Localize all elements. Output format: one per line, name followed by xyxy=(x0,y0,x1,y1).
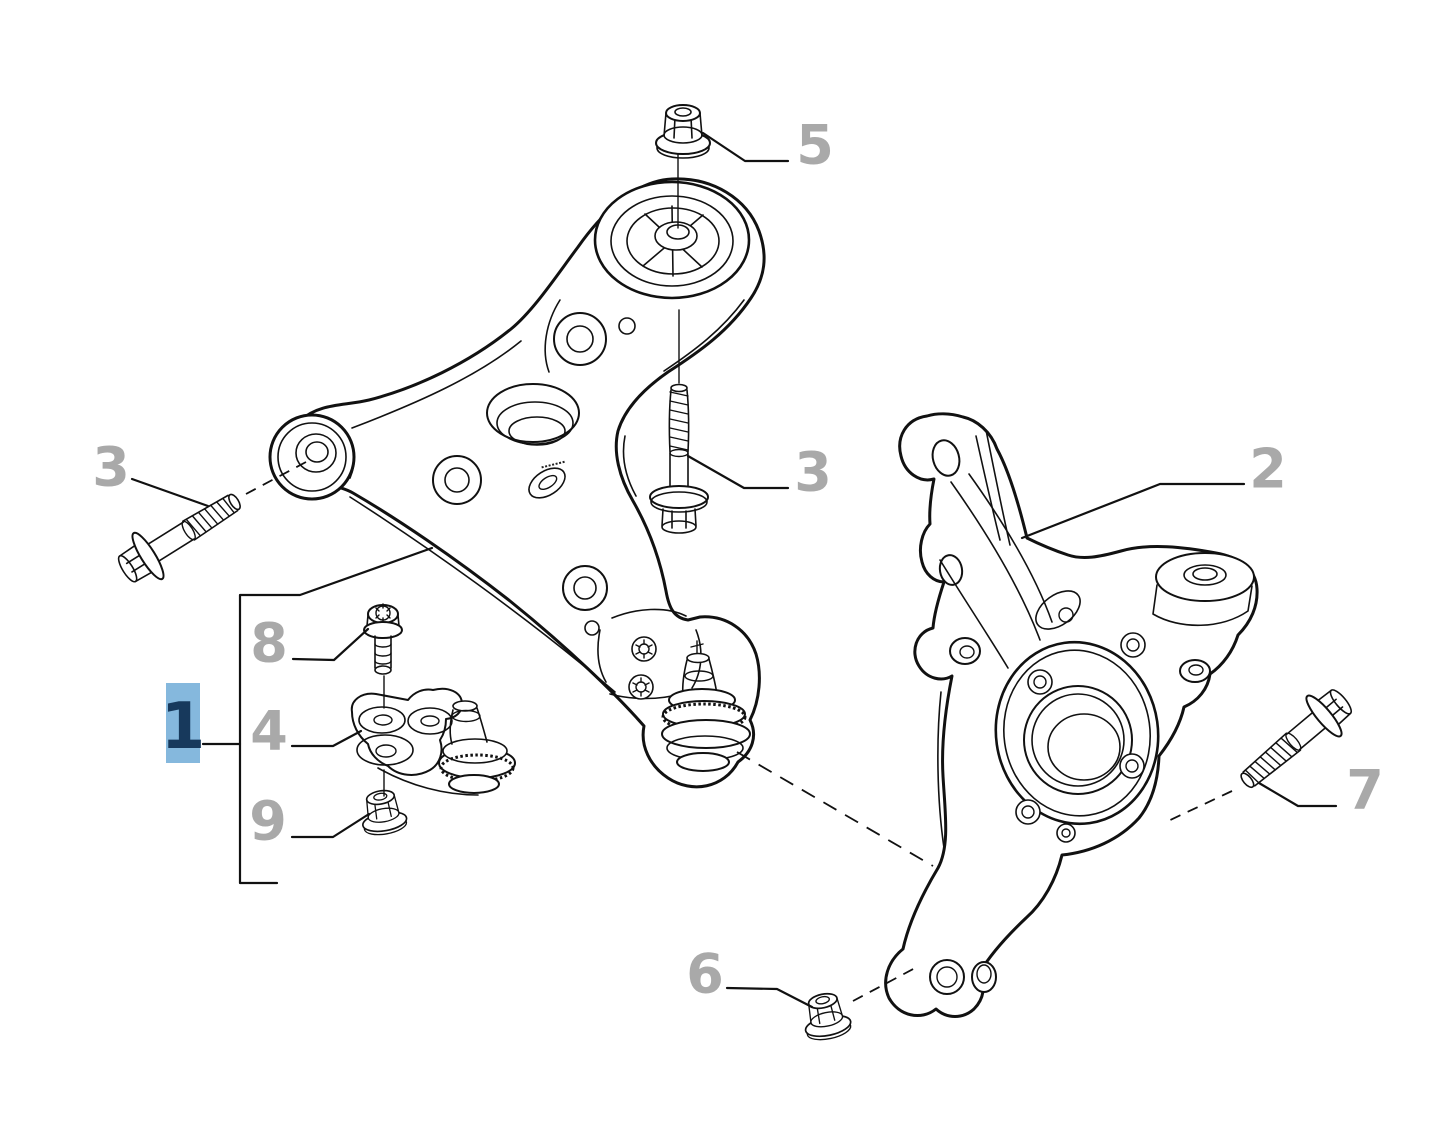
knuckle-side-boss xyxy=(1179,659,1211,683)
leader-line-7 xyxy=(1257,781,1338,808)
projection-line-bolt7 xyxy=(1165,790,1233,823)
callout-1-highlight-box[interactable] xyxy=(166,683,200,763)
callout-number-7[interactable]: 7 xyxy=(1346,759,1384,822)
knuckle-steering-boss xyxy=(1152,552,1255,627)
ball-joint-part-4 xyxy=(350,675,516,797)
callout-number-5[interactable]: 5 xyxy=(796,114,834,177)
projection-line-nut6 xyxy=(852,966,918,1002)
stamped-logo-mark xyxy=(528,460,566,499)
flange-nut-part-6 xyxy=(798,988,855,1045)
arm-top-bushing-mount xyxy=(593,180,751,300)
assembly-bracket-1 xyxy=(238,546,434,885)
knuckle-hub-flange xyxy=(994,632,1160,843)
bracket-screw-icon xyxy=(631,636,657,662)
arm-front-bushing xyxy=(268,413,356,501)
callout-number-4[interactable]: 4 xyxy=(250,700,288,763)
callout-number-2[interactable]: 2 xyxy=(1249,438,1287,501)
knuckle-lower-bushing-eye xyxy=(929,959,997,995)
flange-nut-part-9 xyxy=(356,786,410,839)
flange-nut-part-5 xyxy=(655,104,711,159)
callout-number-8[interactable]: 8 xyxy=(250,612,288,675)
leader-line-3-middle xyxy=(686,454,790,490)
callout-number-1[interactable]: 1 xyxy=(161,690,206,764)
callout-number-3-middle[interactable]: 3 xyxy=(794,441,832,504)
callout-number-9[interactable]: 9 xyxy=(249,790,287,853)
arm-ball-joint-stud xyxy=(661,640,751,772)
callout-number-6[interactable]: 6 xyxy=(686,943,724,1006)
leader-line-3-left xyxy=(130,477,210,508)
leader-line-9 xyxy=(290,812,371,839)
leader-line-4 xyxy=(290,729,363,748)
steering-knuckle-part xyxy=(884,412,1259,1018)
bracket-screw-icon xyxy=(628,674,654,700)
arm-lightening-holes xyxy=(432,312,636,636)
leader-line-6 xyxy=(725,986,814,1009)
leader-line-8 xyxy=(291,627,370,662)
callout-number-3-left[interactable]: 3 xyxy=(92,436,130,499)
leader-line-2 xyxy=(1020,482,1246,540)
bolt-part-3-middle xyxy=(649,309,709,534)
leader-line-5 xyxy=(701,131,790,163)
bolt-part-8 xyxy=(363,603,403,675)
control-arm-part xyxy=(268,150,766,789)
bolt-part-7 xyxy=(1240,689,1353,789)
bolt-part-3-left xyxy=(117,493,241,583)
projection-line-ball-joint xyxy=(736,751,934,867)
